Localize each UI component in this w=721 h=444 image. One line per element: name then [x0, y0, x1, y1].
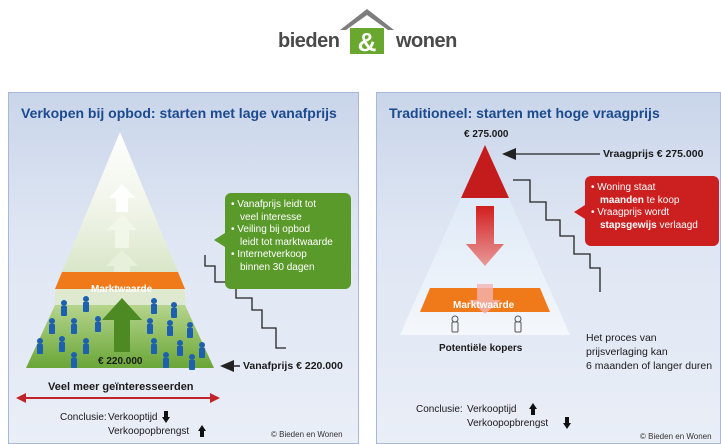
- green-bullet-2: Veiling bij opbod: [231, 224, 345, 237]
- person-icon: [83, 338, 89, 354]
- person-icon: [37, 338, 43, 354]
- person-icon: [147, 318, 153, 334]
- green-bullet-2-cont: leidt tot marktwaarde: [240, 236, 333, 248]
- red-bullet-1-bold: maanden: [600, 194, 644, 206]
- left-green-box: Vanafprijs leidt tot veel interesse Veil…: [225, 193, 351, 289]
- person-icon: [177, 340, 183, 356]
- house-logo-icon: &: [340, 9, 394, 56]
- green-bullet-3: Internetverkoop: [231, 249, 345, 262]
- left-arrow-label: Veel meer geïnteresseerden: [48, 381, 194, 393]
- arrow-down-icon: [162, 411, 170, 423]
- left-conclusion-2: Verkoopopbrengst: [108, 426, 190, 437]
- logo: & bieden wonen: [278, 6, 458, 58]
- right-market-label: Marktwaarde: [453, 300, 515, 311]
- right-process-3: 6 maanden of langer duren: [586, 360, 713, 372]
- right-top-price: € 275.000: [464, 129, 509, 140]
- person-icon: [95, 316, 101, 332]
- person-icon: [59, 336, 65, 352]
- red-bullet-2-cont: stapsgewijs verlaagd: [591, 220, 713, 233]
- red-bullet-1: Woning staat: [591, 182, 713, 195]
- person-icon: [49, 318, 55, 334]
- right-conclusion-1: Verkooptijd: [467, 404, 517, 415]
- left-conclusion-1: Verkooptijd: [108, 412, 158, 423]
- arrow-up-icon: [198, 425, 206, 437]
- person-icon: [167, 320, 173, 336]
- left-price-inside: € 220.000: [98, 356, 143, 367]
- person-icon: [83, 296, 89, 312]
- person-outline-icon: [514, 315, 522, 333]
- person-icon: [199, 342, 205, 358]
- red-bullet-2-bold: stapsgewijs: [600, 219, 657, 231]
- left-start-price: Vanafprijs € 220.000: [243, 360, 343, 372]
- green-bullet-3-cont: binnen 30 dagen: [240, 261, 315, 273]
- right-credit: © Bieden en Wonen: [640, 432, 712, 441]
- right-process-1: Het proces van: [586, 332, 657, 344]
- person-icon: [71, 318, 77, 334]
- person-icon: [187, 322, 193, 338]
- green-bullet-1: Vanafprijs leidt tot: [231, 199, 345, 212]
- green-bullet-1-cont: veel interesse: [240, 211, 302, 223]
- person-icon: [151, 338, 157, 354]
- red-bullet-1-cont: maanden te koop: [591, 195, 713, 208]
- right-red-box: Woning staat maanden te koop Vraagprijs …: [585, 176, 719, 246]
- logo-text-right: wonen: [396, 30, 457, 52]
- person-icon: [71, 352, 77, 368]
- arrow-down-icon: [563, 417, 571, 429]
- left-conclusion-label: Conclusie:: [60, 412, 107, 423]
- person-icon: [151, 298, 157, 314]
- left-panel-title: Verkopen bij opbod: starten met lage van…: [21, 105, 337, 121]
- right-buyers-label: Potentiële kopers: [439, 343, 523, 354]
- person-outline-icon: [451, 315, 459, 333]
- red-bullet-2-rest: verlaagd: [656, 219, 698, 231]
- right-asking-price: Vraagprijs € 275.000: [603, 148, 704, 160]
- right-conclusion-label: Conclusie:: [416, 404, 463, 415]
- left-credit: © Bieden en Wonen: [271, 430, 343, 439]
- red-bullet-2: Vraagprijs wordt: [591, 207, 713, 220]
- person-icon: [171, 302, 177, 318]
- arrow-up-icon: [529, 403, 537, 415]
- person-icon: [163, 352, 169, 368]
- right-panel-title: Traditioneel: starten met hoge vraagprij…: [389, 105, 660, 121]
- left-market-label: Marktwaarde: [91, 284, 153, 295]
- svg-text:&: &: [358, 27, 377, 56]
- right-conclusion-2: Verkoopopbrengst: [467, 418, 549, 429]
- person-icon: [189, 354, 195, 370]
- logo-text-left: bieden: [278, 30, 340, 52]
- right-process-2: prijsverlaging kan: [586, 346, 668, 358]
- person-icon: [61, 300, 67, 316]
- red-bullet-1-rest: te koop: [643, 194, 680, 206]
